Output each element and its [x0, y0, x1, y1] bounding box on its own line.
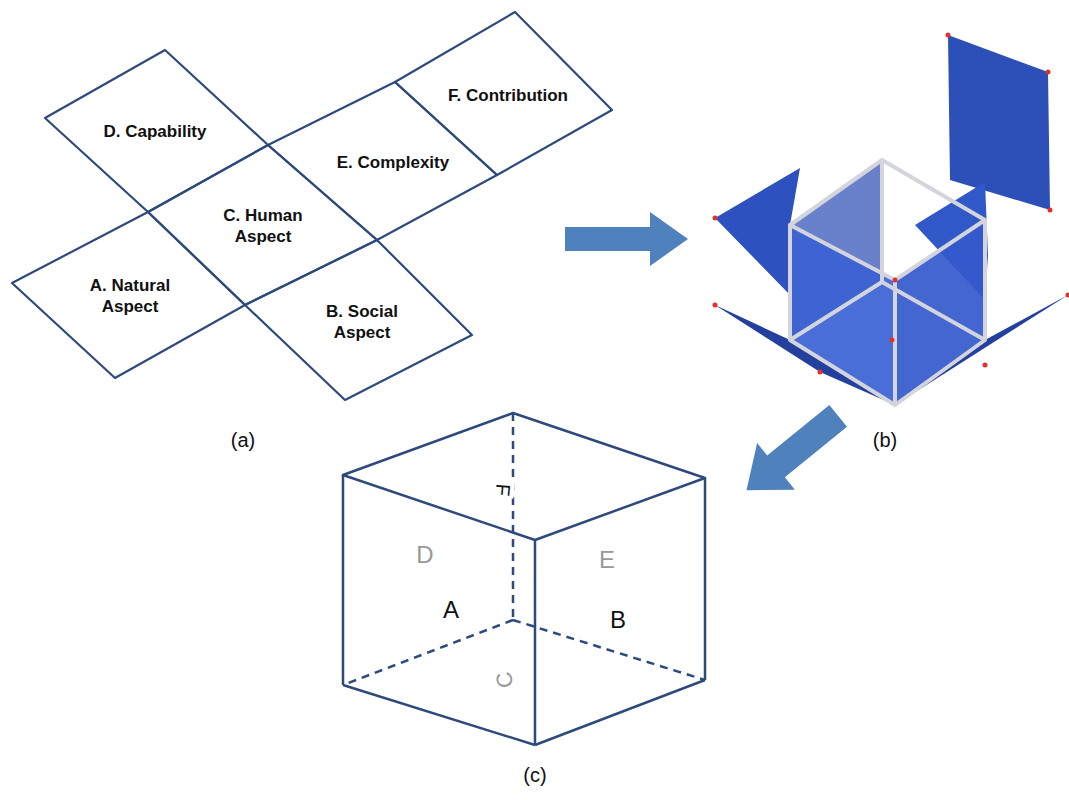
label-text: F [491, 481, 514, 499]
label-text: (a) [229, 429, 257, 451]
block-arrow [565, 212, 688, 266]
panel-label: E [597, 548, 617, 572]
face-label: B. Social Aspect [312, 301, 412, 344]
label-text: C [490, 668, 518, 692]
face-outline [10, 210, 247, 380]
panel-label: (b) [871, 430, 899, 450]
face-text-holder: B. Social Aspect [312, 301, 412, 344]
net-face: B. Social Aspect [245, 240, 472, 400]
panel-label: A [441, 598, 461, 622]
face-text-holder: E. Complexity [323, 152, 463, 173]
face-label: E. Complexity [323, 152, 463, 173]
face-text-holder: A. Natural Aspect [80, 275, 180, 318]
net-face: D. Capability [45, 50, 268, 212]
label-text: (c) [521, 764, 548, 786]
panel-label: C [492, 668, 517, 691]
panel-label: (c) [521, 765, 548, 785]
label-text: A [441, 596, 461, 623]
label-text: E [597, 546, 617, 573]
panel-label: (a) [229, 430, 257, 450]
panel-label: F [492, 481, 513, 499]
net-face: A. Natural Aspect [12, 212, 245, 378]
face-text-holder: C. Human Aspect [213, 205, 313, 248]
face-label: D. Capability [90, 121, 220, 142]
face-text-holder: D. Capability [90, 121, 220, 142]
net-face: F. Contribution [395, 12, 612, 175]
label-text: B [608, 606, 628, 633]
block-arrow [728, 393, 857, 514]
cube-wireframe [343, 413, 705, 745]
face-label: C. Human Aspect [213, 205, 313, 248]
panel-label: D [414, 543, 435, 567]
folding-cube [713, 33, 1069, 406]
label-text: (b) [871, 429, 899, 451]
face-label: F. Contribution [433, 85, 583, 106]
panel-label: B [608, 608, 628, 632]
face-text-holder: F. Contribution [433, 85, 583, 106]
face-label: A. Natural Aspect [80, 275, 180, 318]
label-text: D [414, 541, 435, 568]
